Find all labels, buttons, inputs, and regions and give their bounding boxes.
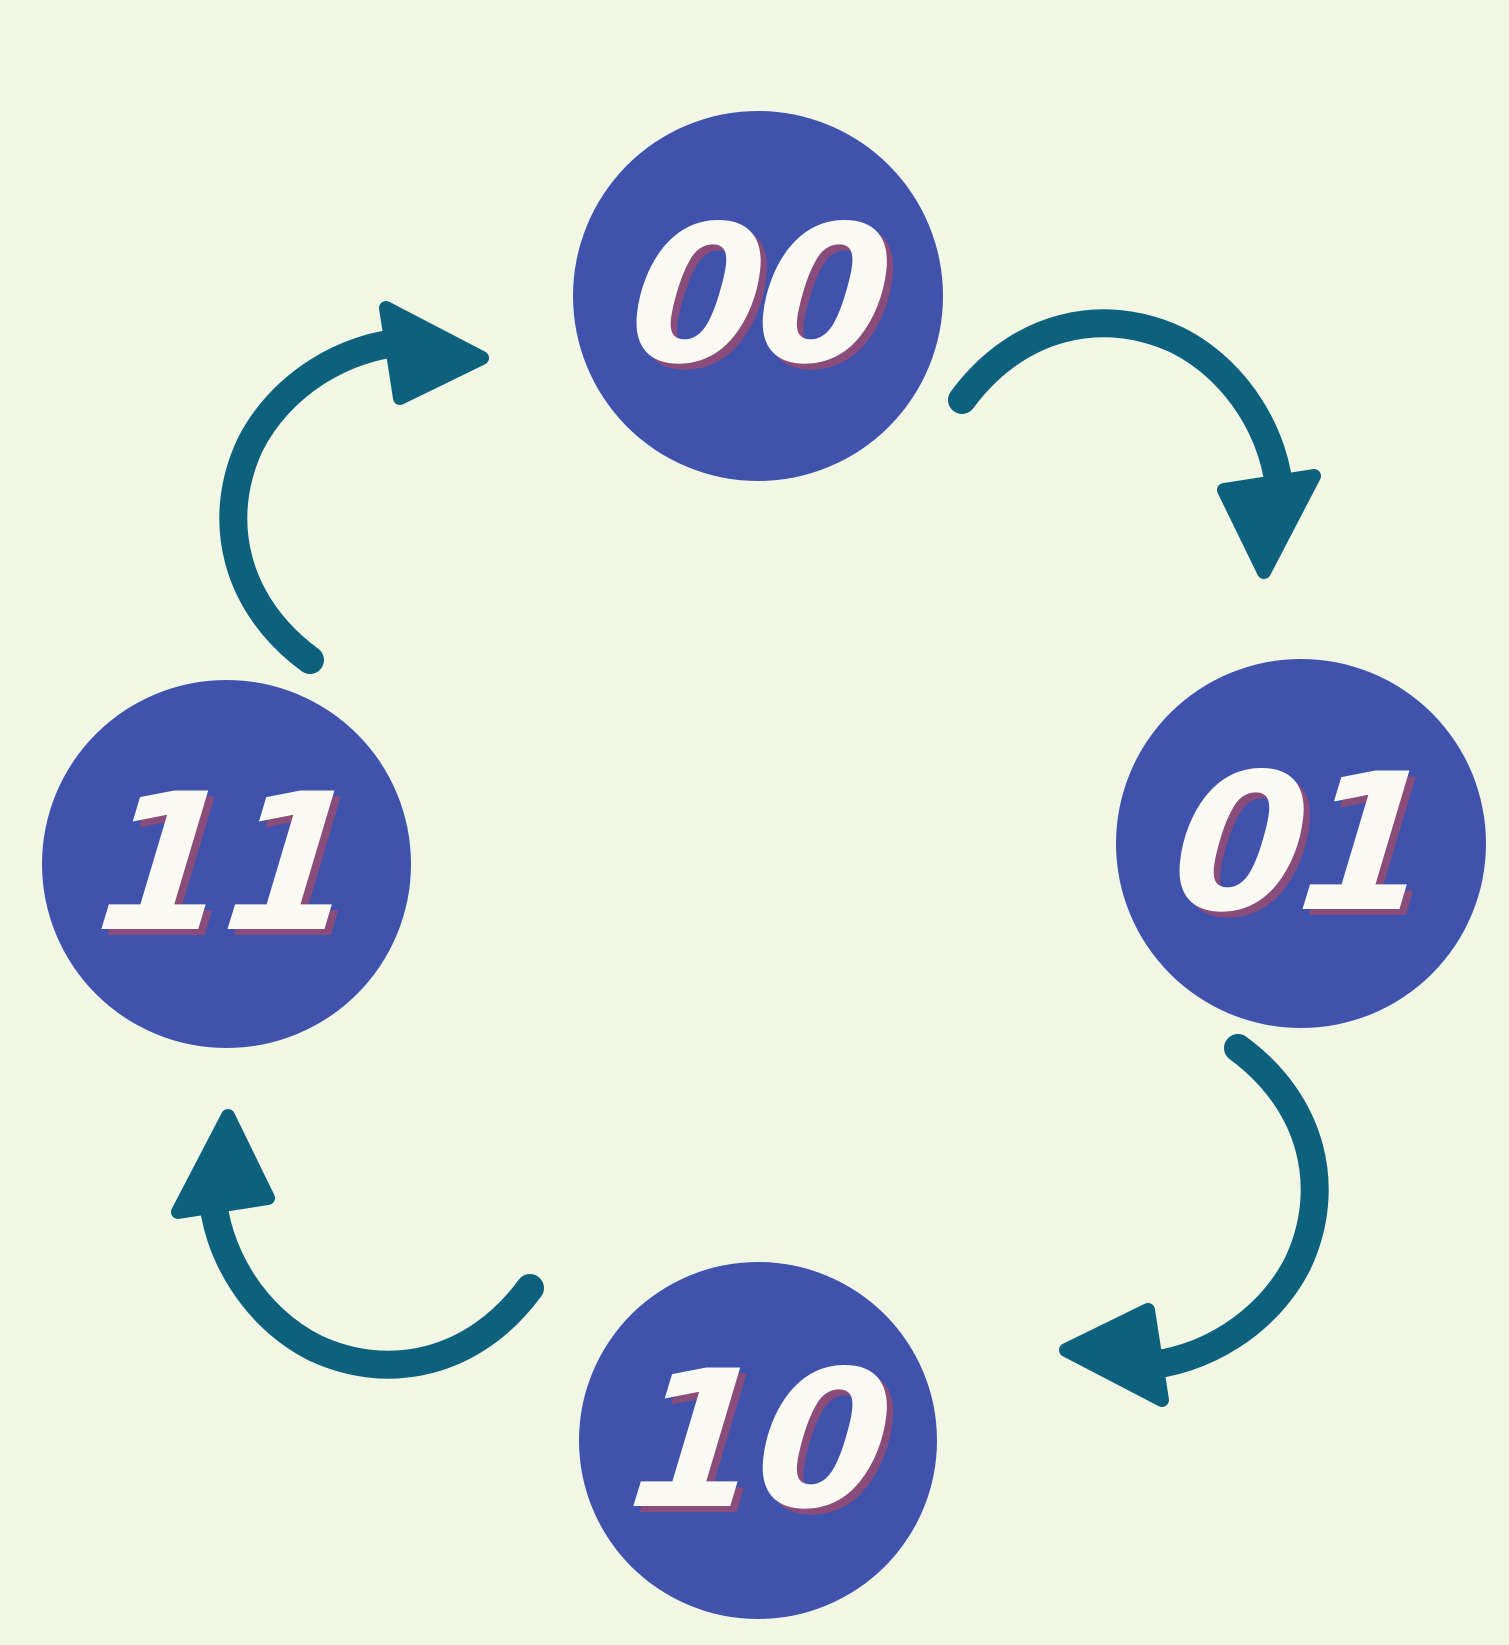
arrow-10-to-11 (178, 1116, 530, 1365)
arrow-00-to-01 (962, 323, 1314, 572)
state-node-11: 11 (42, 680, 411, 1048)
curved-arrow-icon (178, 1116, 530, 1365)
state-node-10: 10 (579, 1262, 937, 1619)
curved-arrow-icon (962, 323, 1314, 572)
arrow-01-to-10 (1066, 1048, 1315, 1400)
arrow-11-to-00 (233, 308, 482, 660)
state-label: 10 (620, 1329, 896, 1551)
state-node-01: 01 (1116, 659, 1486, 1028)
state-label: 00 (620, 185, 896, 406)
state-label: 01 (1163, 732, 1439, 954)
curved-arrow-icon (1066, 1048, 1315, 1400)
state-label: 11 (88, 753, 365, 974)
curved-arrow-icon (233, 308, 482, 660)
state-node-00: 00 (573, 111, 943, 481)
